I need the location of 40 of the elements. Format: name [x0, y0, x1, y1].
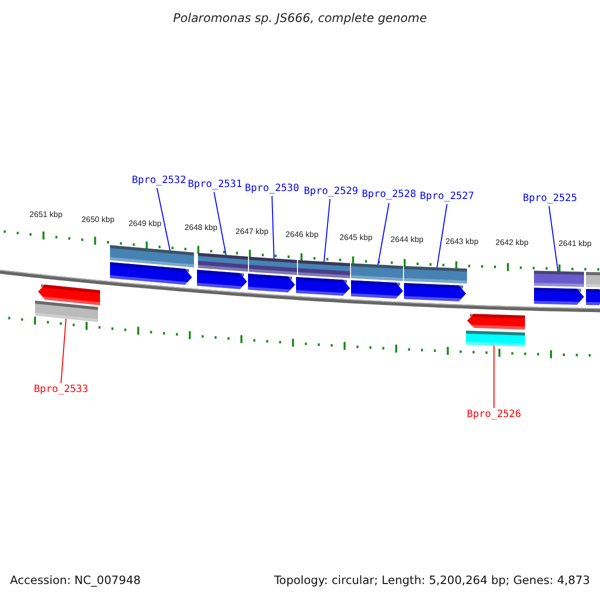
- gene-label: Bpro_2531: [188, 180, 242, 190]
- leader-line: [60, 318, 66, 384]
- cog-bar: [466, 330, 525, 347]
- gene-label: Bpro_2526: [466, 410, 522, 420]
- scale-label: 2647 kbp: [236, 228, 268, 236]
- leader-line: [324, 198, 330, 262]
- cog-bar: [110, 245, 194, 268]
- leader-line: [272, 196, 274, 259]
- cog-bar: [351, 263, 403, 281]
- leader-line: [436, 204, 448, 268]
- cog-bar: [249, 256, 297, 275]
- footer-text: Accession: NC_007948: [10, 575, 141, 586]
- leader-line: [548, 206, 558, 272]
- scale-label: 2643 kbp: [446, 238, 478, 246]
- leader-line: [214, 192, 226, 256]
- cog-bar: [404, 266, 467, 284]
- cog-bar: [298, 260, 350, 278]
- gene-label: Bpro_2532: [132, 176, 186, 186]
- scale-label: 2650 kbp: [82, 216, 114, 224]
- gene-label: Bpro_2533: [34, 385, 88, 395]
- gene-label: Bpro_2528: [362, 190, 416, 200]
- leader-line: [378, 202, 390, 266]
- scale-label: 2649 kbp: [128, 220, 162, 228]
- gene-label: Bpro_2525: [522, 194, 578, 204]
- gene-label: Bpro_2530: [244, 184, 300, 194]
- scale-label: 2651 kbp: [30, 211, 62, 219]
- scale-label: 2642 kbp: [496, 239, 528, 247]
- gene-label: Bpro_2527: [420, 192, 474, 202]
- leader-line: [156, 188, 170, 252]
- cog-bar: [35, 300, 98, 322]
- scale-label: 2644 kbp: [390, 236, 424, 244]
- cog-bar: [198, 252, 248, 272]
- scale-label: 2641 kbp: [558, 240, 592, 248]
- cog-bar: [534, 270, 584, 287]
- footer-text: Topology: circular; Length: 5,200,264 bp; Genes: 4,873: [274, 575, 590, 586]
- scale-label: 2648 kbp: [184, 224, 218, 232]
- gene-label: Bpro_2529: [304, 187, 358, 197]
- title: Polaromonas sp. JS666, complete genome: [173, 12, 427, 24]
- scale-label: 2646 kbp: [286, 231, 318, 239]
- scale-label: 2645 kbp: [340, 234, 372, 242]
